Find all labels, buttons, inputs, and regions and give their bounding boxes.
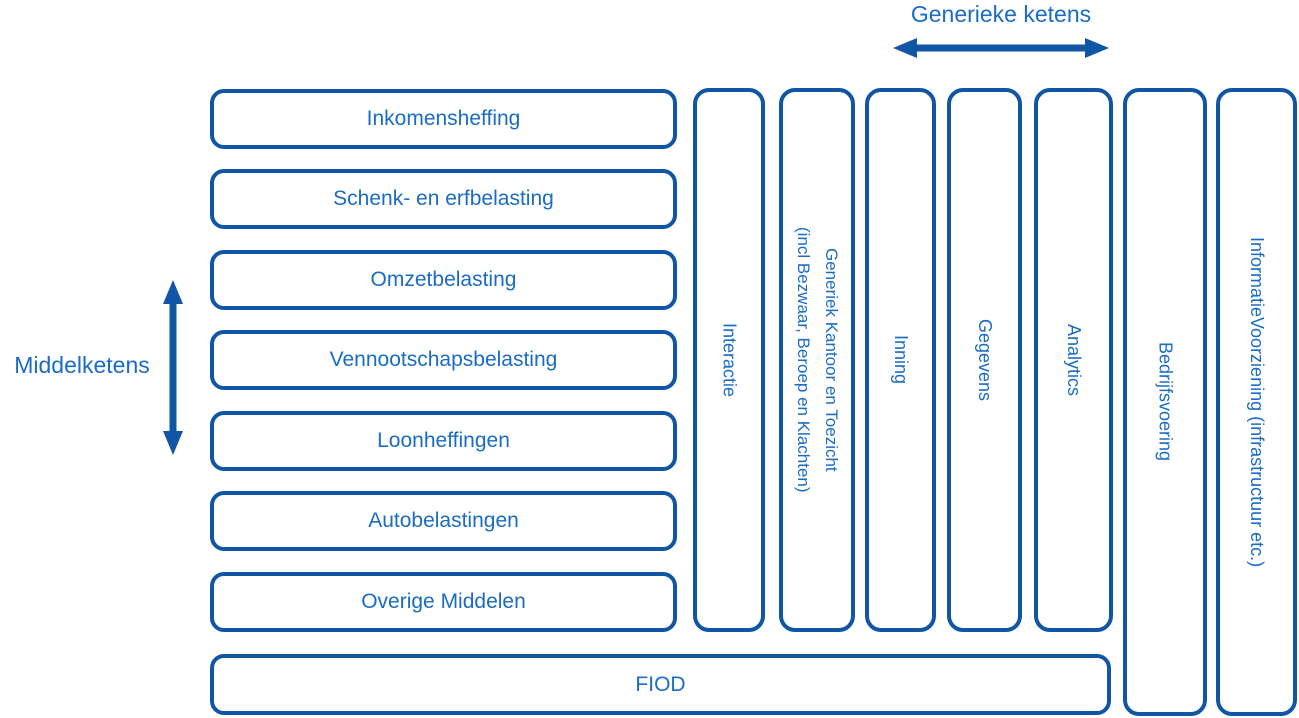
- row-omzetbelasting: Omzetbelasting: [210, 250, 677, 310]
- row-label: Schenk- en erfbelasting: [333, 187, 554, 210]
- column-label: InformatieVoorziening (infrastructuur et…: [1247, 236, 1267, 568]
- column-label-line2: (incl Bezwaar, Beroep en Klachten): [794, 227, 813, 493]
- column-label: Gegevens: [975, 318, 995, 402]
- row-overige-middelen: Overige Middelen: [210, 572, 677, 632]
- column-label: Interactie: [719, 322, 740, 398]
- row-label: Vennootschapsbelasting: [329, 348, 558, 371]
- row-schenk-en-erfbelasting: Schenk- en erfbelasting: [210, 169, 677, 229]
- row-label: Omzetbelasting: [370, 268, 517, 291]
- column-informatievoorziening: InformatieVoorziening (infrastructuur et…: [1216, 88, 1297, 716]
- row-loonheffingen: Loonheffingen: [210, 411, 677, 471]
- column-inning: Inning: [865, 88, 936, 632]
- column-interactie: Interactie: [693, 88, 765, 632]
- middelketens-title: Middelketens: [14, 352, 150, 378]
- column-label: Inning: [891, 335, 911, 385]
- middelketens-arrow-icon: [163, 280, 183, 455]
- row-label: Overige Middelen: [361, 590, 526, 613]
- row-label: Autobelastingen: [368, 509, 519, 532]
- column-label: Bedrijfsvoering: [1155, 342, 1176, 462]
- row-autobelastingen: Autobelastingen: [210, 491, 677, 551]
- generieke-ketens-arrow-icon: [893, 38, 1109, 58]
- row-vennootschapsbelasting: Vennootschapsbelasting: [210, 330, 677, 390]
- column-bedrijfsvoering: Bedrijfsvoering: [1123, 88, 1207, 716]
- column-label: Analytics: [1064, 323, 1084, 397]
- row-label: Inkomensheffing: [366, 107, 521, 130]
- row-label: Loonheffingen: [377, 429, 510, 452]
- row-fiod: FIOD: [210, 654, 1111, 715]
- fiod-label: FIOD: [635, 672, 686, 696]
- column-gegevens: Gegevens: [947, 88, 1022, 632]
- column-generiek-kantoor-en-toezicht: Generiek Kantoor en Toezicht (incl Bezwa…: [779, 88, 855, 632]
- generieke-ketens-title: Generieke ketens: [910, 1, 1092, 27]
- column-label-group: Generiek Kantoor en Toezicht (incl Bezwa…: [789, 227, 845, 493]
- column-label-line1: Generiek Kantoor en Toezicht: [822, 248, 841, 472]
- row-inkomensheffing: Inkomensheffing: [210, 89, 677, 149]
- column-analytics: Analytics: [1034, 88, 1113, 632]
